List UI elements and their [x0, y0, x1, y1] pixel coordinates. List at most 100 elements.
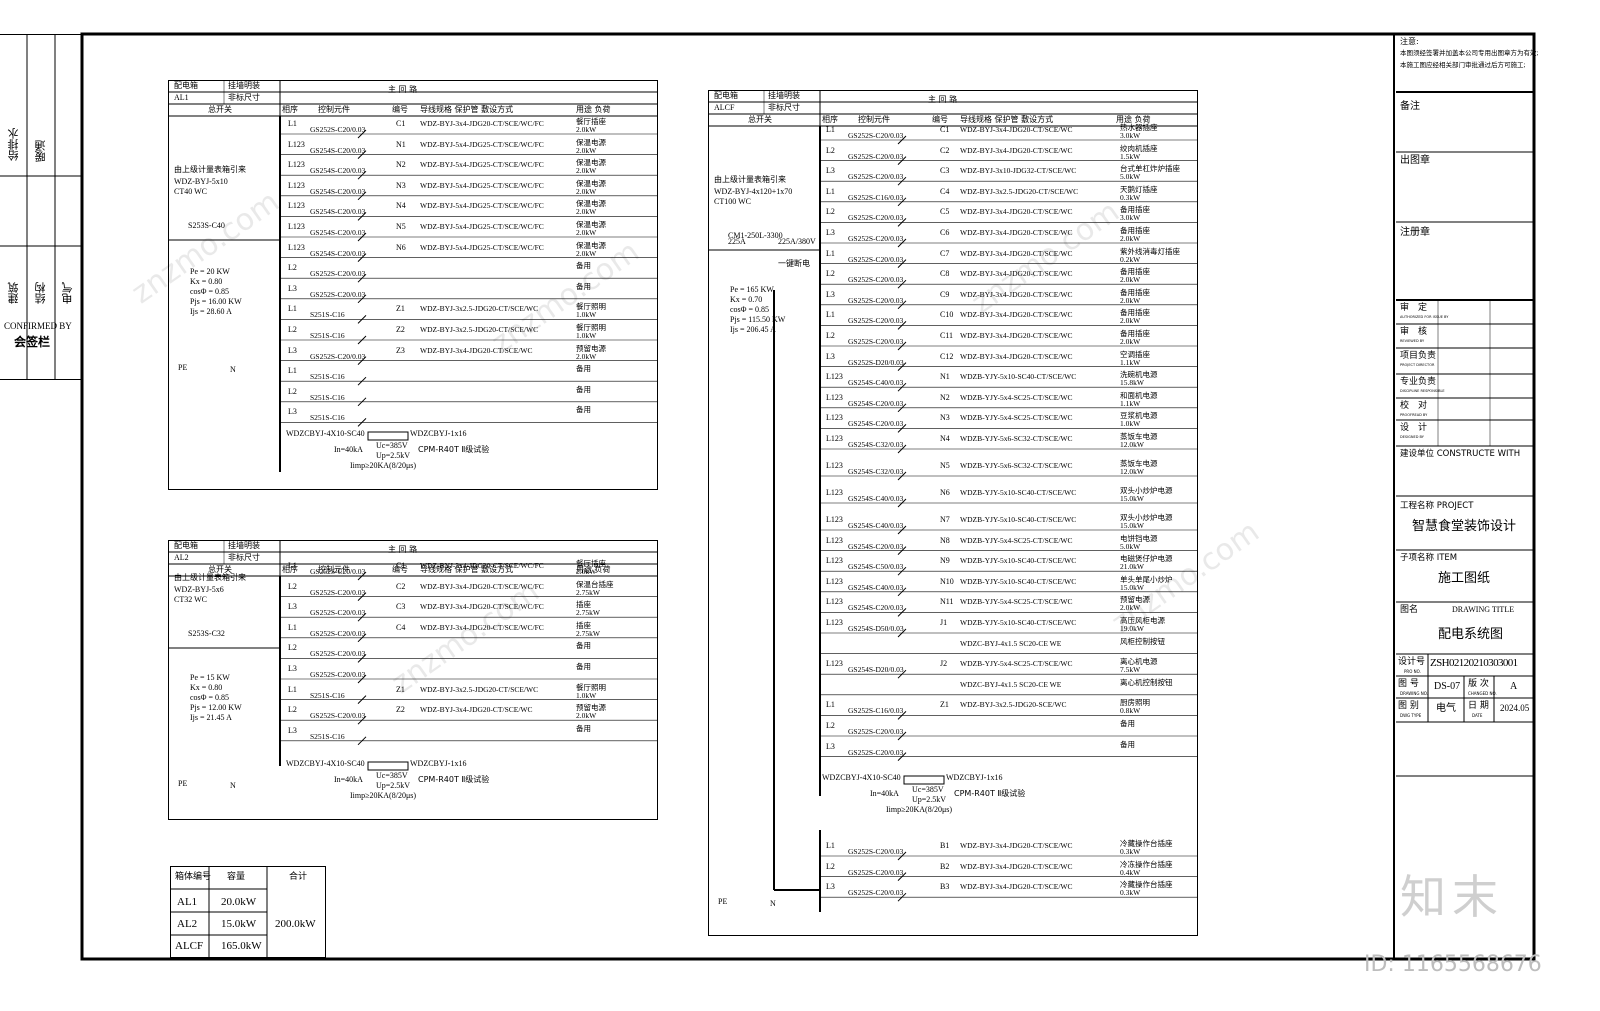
al1-phase: L2	[288, 386, 297, 396]
alcf-breaker: GS254S-D20/0.03	[848, 665, 904, 675]
alcf-use: 离心机控制按钮	[1120, 677, 1173, 687]
item-label: 子项名称 ITEM	[1400, 553, 1458, 563]
al1-breaker: GS252S-C20/0.03	[310, 289, 366, 299]
breaker-symbol	[357, 654, 367, 663]
al1-spd-uc: Uc=385V	[376, 441, 408, 450]
al1-load: 2.0kW	[576, 207, 597, 217]
al1-load: 2.0kW	[576, 186, 597, 196]
alcf-load: 12.0kW	[1120, 440, 1144, 449]
alcf-breaker: GS252S-C20/0.03	[848, 727, 904, 736]
strip-label-struct: 结构	[34, 282, 47, 304]
alcf-wire: WDZ-BYJ-3x10-JDG32-CT/SCE/WC	[960, 166, 1077, 176]
al1-breaker: GS254S-C20/0.03	[310, 248, 366, 258]
drawing-title: 配电系统图	[1438, 627, 1504, 642]
alcf-phase: L3	[826, 228, 835, 237]
breaker-symbol	[357, 356, 367, 365]
al1-circuit-no: N2	[396, 160, 406, 170]
alcf-wire: WDZ-BYJ-3x4-JDG20-CT/SCE/WC	[960, 289, 1073, 299]
breaker-symbol	[897, 218, 907, 227]
al2-main-breaker: S253S-C32	[188, 629, 225, 638]
breaker-symbol	[897, 197, 907, 207]
breaker-symbol	[897, 341, 907, 351]
alcf-breaker: GS254S-C40/0.03	[848, 378, 904, 388]
alcf-load: 1.1kW	[1120, 398, 1141, 408]
al1-hdr-mount: 挂墙明装	[228, 81, 260, 90]
spd-symbol	[903, 775, 945, 785]
alcf-breaker: GS252S-C20/0.03	[848, 254, 904, 264]
al1-phase: L123	[288, 160, 305, 170]
alcf-circuit-no: C1	[940, 125, 950, 134]
alcf-wire: WDZB-YJY-5x4-SC25-CT/SCE/WC	[960, 413, 1073, 423]
al1-use: 保温电源	[576, 199, 606, 209]
remark-label: 备注	[1400, 101, 1420, 112]
alcf-load: 0.3kW	[1120, 847, 1141, 856]
al2-phase: L1	[288, 622, 297, 632]
breaker-symbol	[897, 546, 907, 555]
alcf-load: 2.0kW	[1120, 316, 1141, 326]
strip-label-elec: 电气	[61, 282, 74, 304]
al2-hdr-box: 配电箱	[174, 541, 198, 550]
pe-terminal: PE	[718, 897, 728, 906]
al2-circuit-no: Z2	[396, 705, 405, 715]
alcf-wire: WDZ-BYJ-3x2.5-JDG20-CT/SCE/WC	[960, 186, 1079, 196]
alcf-wire: WDZ-BYJ-3x4-JDG20-CT/SCE/WC	[960, 207, 1073, 217]
al2-use: 插座	[576, 600, 591, 610]
breaker-symbol	[357, 150, 367, 159]
alcf-use: 天鹅灯插座	[1120, 184, 1158, 194]
alcf-breaker: GS252S-C20/0.03	[848, 234, 904, 243]
alcf-circuit-no: N7	[940, 515, 950, 524]
al2-calc-4: Ijs = 21.45 A	[190, 713, 232, 722]
alcf-breaker: GS254S-C20/0.03	[848, 398, 904, 408]
summary-h-box: 箱体编号	[175, 872, 212, 882]
alcf-circuit-no: B1	[940, 841, 950, 850]
al2-breaker: GS252S-C20/0.03	[310, 608, 366, 618]
alcf-hdr-main: 主 回 路	[928, 95, 958, 104]
al1-use: 餐厅插座	[576, 117, 606, 126]
al2-wire: WDZ-BYJ-3x4-JDG20-CT/SCE/WC/FC	[420, 561, 544, 570]
al2-circuit-no: C4	[396, 622, 406, 632]
alcf-box-id: ALCF	[714, 103, 735, 112]
breaker-symbol	[897, 498, 907, 508]
alcf-wire: WDZC-BYJ-4x1.5 SC20-CE WE	[960, 679, 1062, 689]
al1-wire: WDZ-BYJ-3x2.5-JDG20-CT/SCE/WC	[420, 325, 539, 334]
alcf-load: 2.0kW	[1120, 275, 1141, 285]
alcf-phase: L123	[826, 576, 843, 586]
al1-use: 餐厅照明	[576, 323, 606, 332]
panel-al2	[168, 540, 658, 820]
design-no: ZSH02120210303001	[1430, 657, 1518, 669]
al1-load: 2.0kW	[576, 248, 597, 258]
al1-phase: L123	[288, 180, 305, 190]
pe-terminal: PE	[178, 363, 188, 372]
alcf-wire: WDZ-BYJ-3x4-JDG20-CT/SCE/WC	[960, 269, 1073, 279]
al2-phase: L2	[288, 643, 297, 653]
al1-spd-cable2: WDZCBYJ-1x16	[410, 429, 467, 438]
breaker-symbol	[897, 444, 907, 454]
breaker-symbol	[357, 418, 367, 427]
al1-circuit-no: N4	[396, 201, 406, 211]
alcf-use: 冷冻操作台插座	[1120, 859, 1173, 869]
alcf-breaker: GS252S-C20/0.03	[848, 847, 904, 856]
al2-hdr-size: 非标尺寸	[228, 553, 260, 562]
alcf-incoming: 由上级计量表箱引来	[714, 175, 786, 184]
alcf-breaker: GS254S-C40/0.03	[848, 582, 904, 592]
al1-phase: L123	[288, 139, 305, 149]
alcf-load: 15.8kW	[1120, 378, 1144, 388]
al1-breaker: S251S-C16	[310, 331, 345, 340]
alcf-load: 1.5kW	[1120, 151, 1141, 161]
note-line-2: 本施工图应经相关部门审批通过后方可施工;	[1400, 61, 1526, 69]
al2-use: 餐厅照明	[576, 682, 606, 692]
breaker-symbol	[357, 191, 367, 201]
spd-symbol	[367, 761, 409, 771]
breaker-symbol	[357, 715, 367, 725]
alcf-use: 预留电源	[1120, 595, 1150, 605]
alcf-wire: WDZB-YJY-5x4-SC25-CT/SCE/WC	[960, 659, 1073, 669]
alcf-breaker: GS254S-D50/0.03	[848, 624, 904, 633]
alcf-circuit-no: N11	[940, 597, 954, 607]
al1-phase: L2	[288, 263, 297, 273]
breaker-symbol	[357, 592, 367, 601]
al2-wire: WDZ-BYJ-3x4-JDG20-CT/SCE/WC/FC	[420, 581, 544, 591]
rev-en: CHANGED NO.	[1468, 691, 1497, 696]
alcf-breaker: GS254S-C20/0.03	[848, 419, 904, 429]
alcf-calc-0: Pe = 165 KW	[730, 285, 774, 294]
alcf-hdr-total: 总开关	[748, 115, 772, 124]
